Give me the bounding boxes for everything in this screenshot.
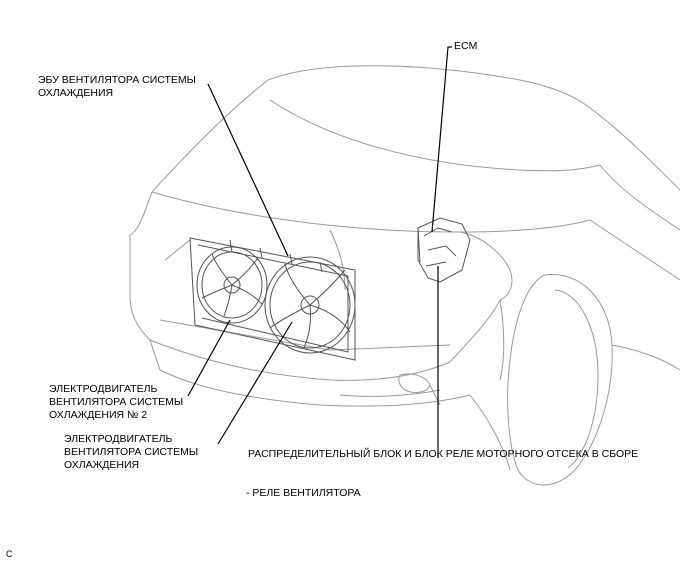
fan-motor-2-label: ЭЛЕКТРОДВИГАТЕЛЬ ВЕНТИЛЯТОРА СИСТЕМЫ ОХЛ… [49, 383, 184, 421]
fan-ecu-leader [207, 83, 289, 257]
fan-motor-2-leader [187, 319, 231, 397]
fan-motor-1-label: ЭЛЕКТРОДВИГАТЕЛЬ ВЕНТИЛЯТОРА СИСТЕМЫ ОХЛ… [64, 433, 199, 471]
fan-motor-1-leader [217, 321, 293, 445]
fan-2-shroud [196, 246, 268, 324]
leader-lines [187, 46, 452, 458]
fan-ecu-label: ЭБУ ВЕНТИЛЯТОРА СИСТЕМЫ ОХЛАЖДЕНИЯ [38, 74, 196, 99]
car-body-outline [129, 65, 681, 486]
corner-mark: C [6, 549, 13, 559]
fan-relay-label: - РЕЛЕ ВЕНТИЛЯТОРА [246, 487, 361, 499]
relay-block-label: РАСПРЕДЕЛИТЕЛЬНЫЙ БЛОК И БЛОК РЕЛЕ МОТОР… [248, 448, 639, 460]
relay-block-box [417, 217, 471, 283]
fan-1-shroud [264, 256, 356, 354]
ecm-leader [431, 46, 452, 233]
ecm-label: ECM [454, 40, 478, 52]
